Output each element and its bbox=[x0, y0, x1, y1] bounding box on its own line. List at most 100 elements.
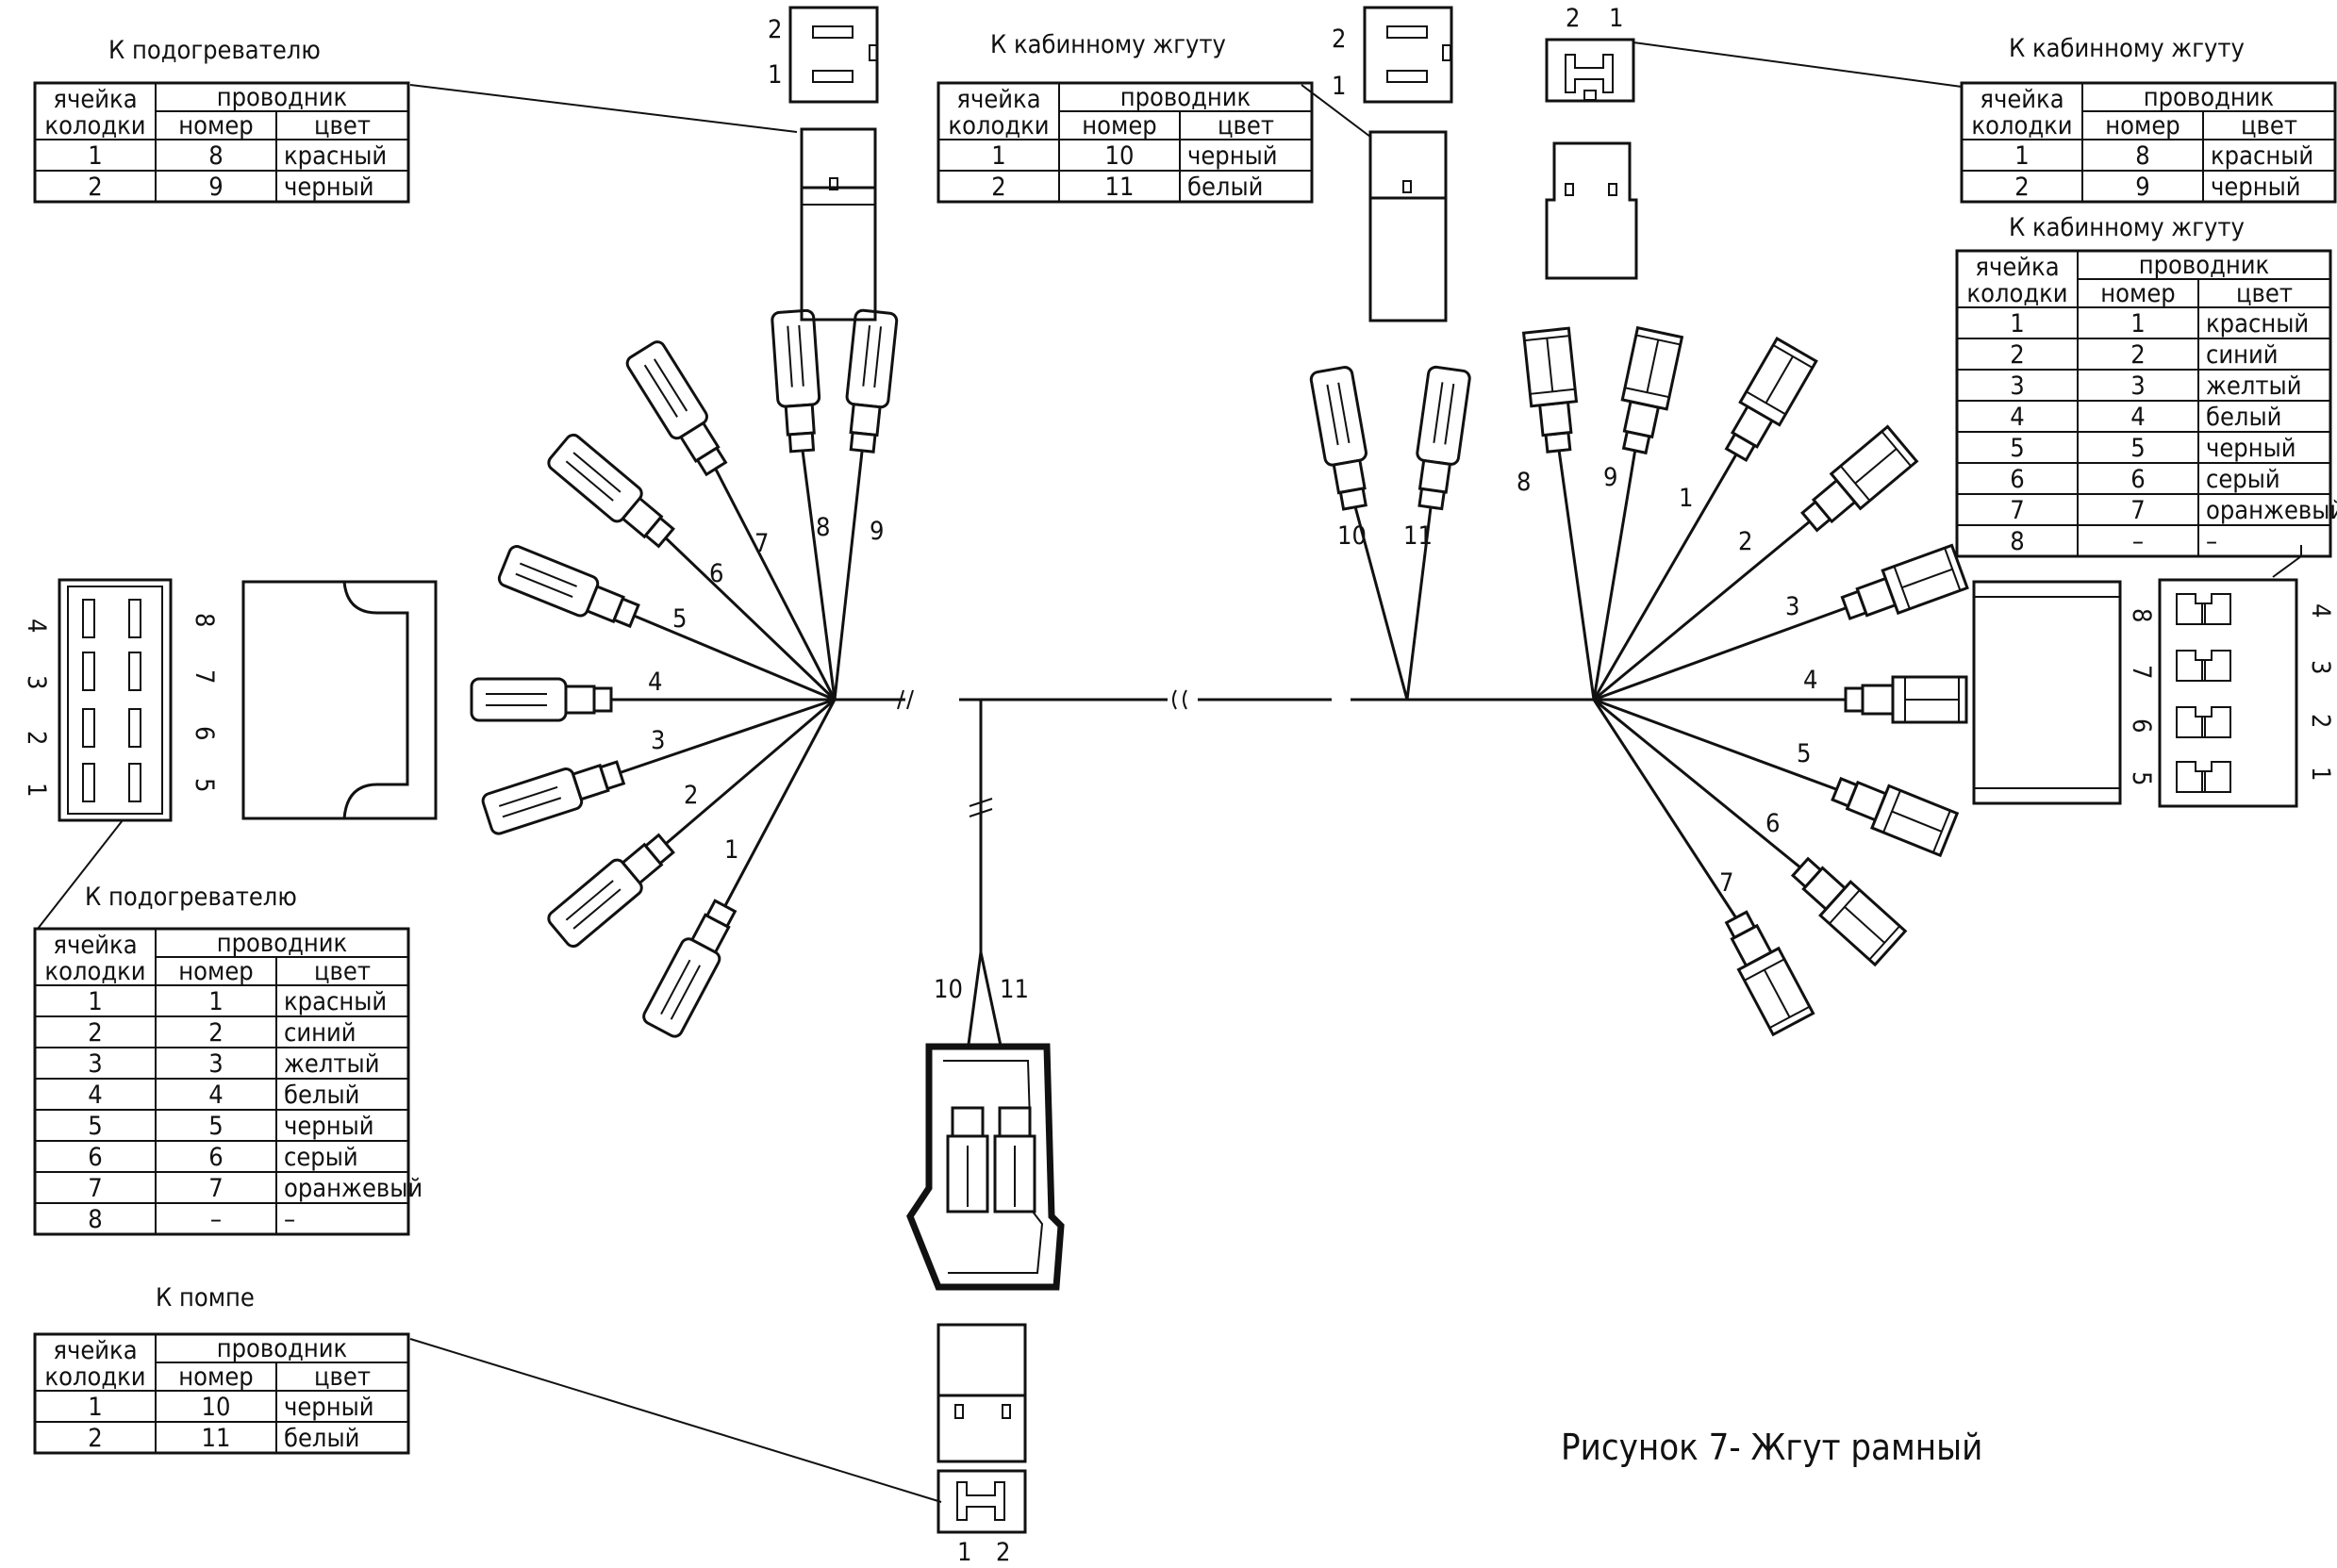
right-wire-label-2: 2 bbox=[1738, 527, 1752, 556]
row-cell: 7 bbox=[2010, 496, 2024, 525]
row-cell: 2 bbox=[2014, 173, 2029, 202]
row-color: серый bbox=[2206, 465, 2280, 494]
right-wire-label-5: 5 bbox=[1797, 739, 1811, 768]
row-color: черный bbox=[2206, 434, 2296, 463]
row-color: черный bbox=[284, 1112, 374, 1141]
right-wire-label-4: 4 bbox=[1803, 666, 1817, 695]
row-number: 7 bbox=[2130, 496, 2145, 525]
left-wire-label-6: 6 bbox=[709, 559, 723, 588]
mid-wire-label-11: 11 bbox=[1403, 521, 1433, 551]
header-wire: проводник bbox=[217, 1334, 347, 1363]
terminal-right-5 bbox=[1831, 776, 1960, 858]
pump-connector-body bbox=[906, 1043, 1065, 1291]
right-block-pin-5: 5 bbox=[2127, 771, 2156, 785]
terminal-left-8 bbox=[771, 308, 821, 454]
left-wire-labels: 1 2 3 4 5 6 7 8 9 bbox=[648, 513, 884, 865]
row-cell: 4 bbox=[2010, 403, 2024, 432]
row-cell: 8 bbox=[2010, 527, 2024, 556]
row-number: 8 bbox=[2135, 141, 2149, 171]
header-number: номер bbox=[1082, 111, 1156, 140]
header-cell: колодки bbox=[44, 111, 145, 140]
row-number: 8 bbox=[208, 141, 223, 171]
figure-caption: Рисунок 7- Жгут рамный bbox=[1561, 1427, 1982, 1468]
row-cell: 8 bbox=[88, 1205, 102, 1234]
row-cell: 1 bbox=[991, 141, 1005, 171]
right-wire-label-9: 9 bbox=[1603, 463, 1617, 492]
terminal-left-3 bbox=[481, 760, 626, 835]
row-number: 4 bbox=[2130, 403, 2145, 432]
header-color: цвет bbox=[2241, 111, 2297, 140]
pump-wire-label-11: 11 bbox=[1000, 975, 1029, 1004]
header-color: цвет bbox=[2236, 279, 2293, 308]
row-color: синий bbox=[284, 1018, 356, 1048]
left-block-pin-5: 5 bbox=[190, 778, 219, 792]
right-block-pin-3: 3 bbox=[2306, 660, 2335, 674]
row-number: 11 bbox=[1105, 173, 1135, 202]
row-number: 9 bbox=[208, 173, 223, 202]
header-color: цвет bbox=[1218, 111, 1274, 140]
right-block-pin-4: 4 bbox=[2306, 603, 2335, 618]
row-color: – bbox=[284, 1205, 295, 1234]
row-number: – bbox=[2132, 527, 2144, 556]
top-right-plug: 2 1 bbox=[1545, 4, 1638, 280]
right-block-pin-8: 8 bbox=[2127, 608, 2156, 622]
right-block-pin-6: 6 bbox=[2127, 718, 2156, 733]
row-number: 10 bbox=[1105, 141, 1135, 171]
row-cell: 3 bbox=[88, 1049, 102, 1079]
row-cell: 1 bbox=[88, 987, 102, 1016]
left-wire-label-3: 3 bbox=[651, 726, 665, 755]
row-cell: 1 bbox=[88, 141, 102, 171]
row-color: черный bbox=[1187, 141, 1278, 171]
header-cell: ячейка bbox=[1980, 85, 2064, 114]
wire-table-heater-2pin: К подогревателюячейкаколодкипроводникном… bbox=[33, 36, 410, 204]
row-number: 9 bbox=[2135, 173, 2149, 202]
row-number: 6 bbox=[208, 1143, 223, 1172]
terminal-right-7 bbox=[1724, 910, 1815, 1037]
table-title: К кабинному жгуту bbox=[2009, 34, 2245, 63]
header-number: номер bbox=[178, 1362, 253, 1392]
right-wire-label-7: 7 bbox=[1719, 868, 1733, 898]
header-color: цвет bbox=[314, 957, 371, 986]
left-wire-label-9: 9 bbox=[870, 517, 884, 546]
top-right-plug-pin-1: 1 bbox=[1609, 4, 1623, 33]
main-trunk bbox=[835, 689, 1594, 952]
terminal-right-4 bbox=[1844, 675, 1968, 724]
row-number: 6 bbox=[2130, 465, 2145, 494]
row-color: оранжевый bbox=[284, 1174, 423, 1203]
left-wire-label-7: 7 bbox=[754, 529, 769, 558]
table-title: К кабинному жгуту bbox=[990, 30, 1226, 59]
row-cell: 3 bbox=[2010, 371, 2024, 401]
table-title: К подогревателю bbox=[85, 883, 297, 912]
right-wire-label-3: 3 bbox=[1785, 592, 1799, 621]
top-left-plug: 2 1 bbox=[768, 6, 879, 322]
header-color: цвет bbox=[314, 111, 371, 140]
row-cell: 5 bbox=[2010, 434, 2024, 463]
header-number: номер bbox=[2100, 279, 2175, 308]
row-cell: 2 bbox=[88, 1018, 102, 1048]
terminal-right-1 bbox=[1724, 337, 1818, 462]
row-color: белый bbox=[1187, 173, 1263, 202]
wire-table-cab-right-2pin: К кабинному жгутуячейкаколодкипроводникн… bbox=[1960, 34, 2337, 204]
header-number: номер bbox=[2105, 111, 2180, 140]
pump-plug-pin-1: 1 bbox=[957, 1538, 971, 1567]
row-cell: 1 bbox=[88, 1393, 102, 1422]
row-color: желтый bbox=[284, 1049, 379, 1079]
table-title: К подогревателю bbox=[108, 36, 321, 65]
right-wire-labels: 8 9 1 2 3 4 5 6 7 bbox=[1517, 463, 1817, 898]
row-number: 3 bbox=[2130, 371, 2145, 401]
row-cell: 2 bbox=[88, 1424, 102, 1453]
row-cell: 1 bbox=[2010, 309, 2024, 338]
right-8pin-housing bbox=[1972, 580, 2122, 805]
row-color: серый bbox=[284, 1143, 358, 1172]
row-number: – bbox=[210, 1205, 222, 1234]
left-wire-label-2: 2 bbox=[684, 781, 698, 810]
header-cell: ячейка bbox=[53, 931, 137, 960]
top-mid-plug-pin-1: 1 bbox=[1332, 72, 1346, 101]
row-cell: 6 bbox=[2010, 465, 2024, 494]
row-color: красный bbox=[284, 987, 387, 1016]
row-cell: 2 bbox=[88, 173, 102, 202]
row-color: черный bbox=[284, 173, 374, 202]
mid-wire-label-10: 10 bbox=[1337, 521, 1367, 551]
row-color: красный bbox=[2206, 309, 2309, 338]
